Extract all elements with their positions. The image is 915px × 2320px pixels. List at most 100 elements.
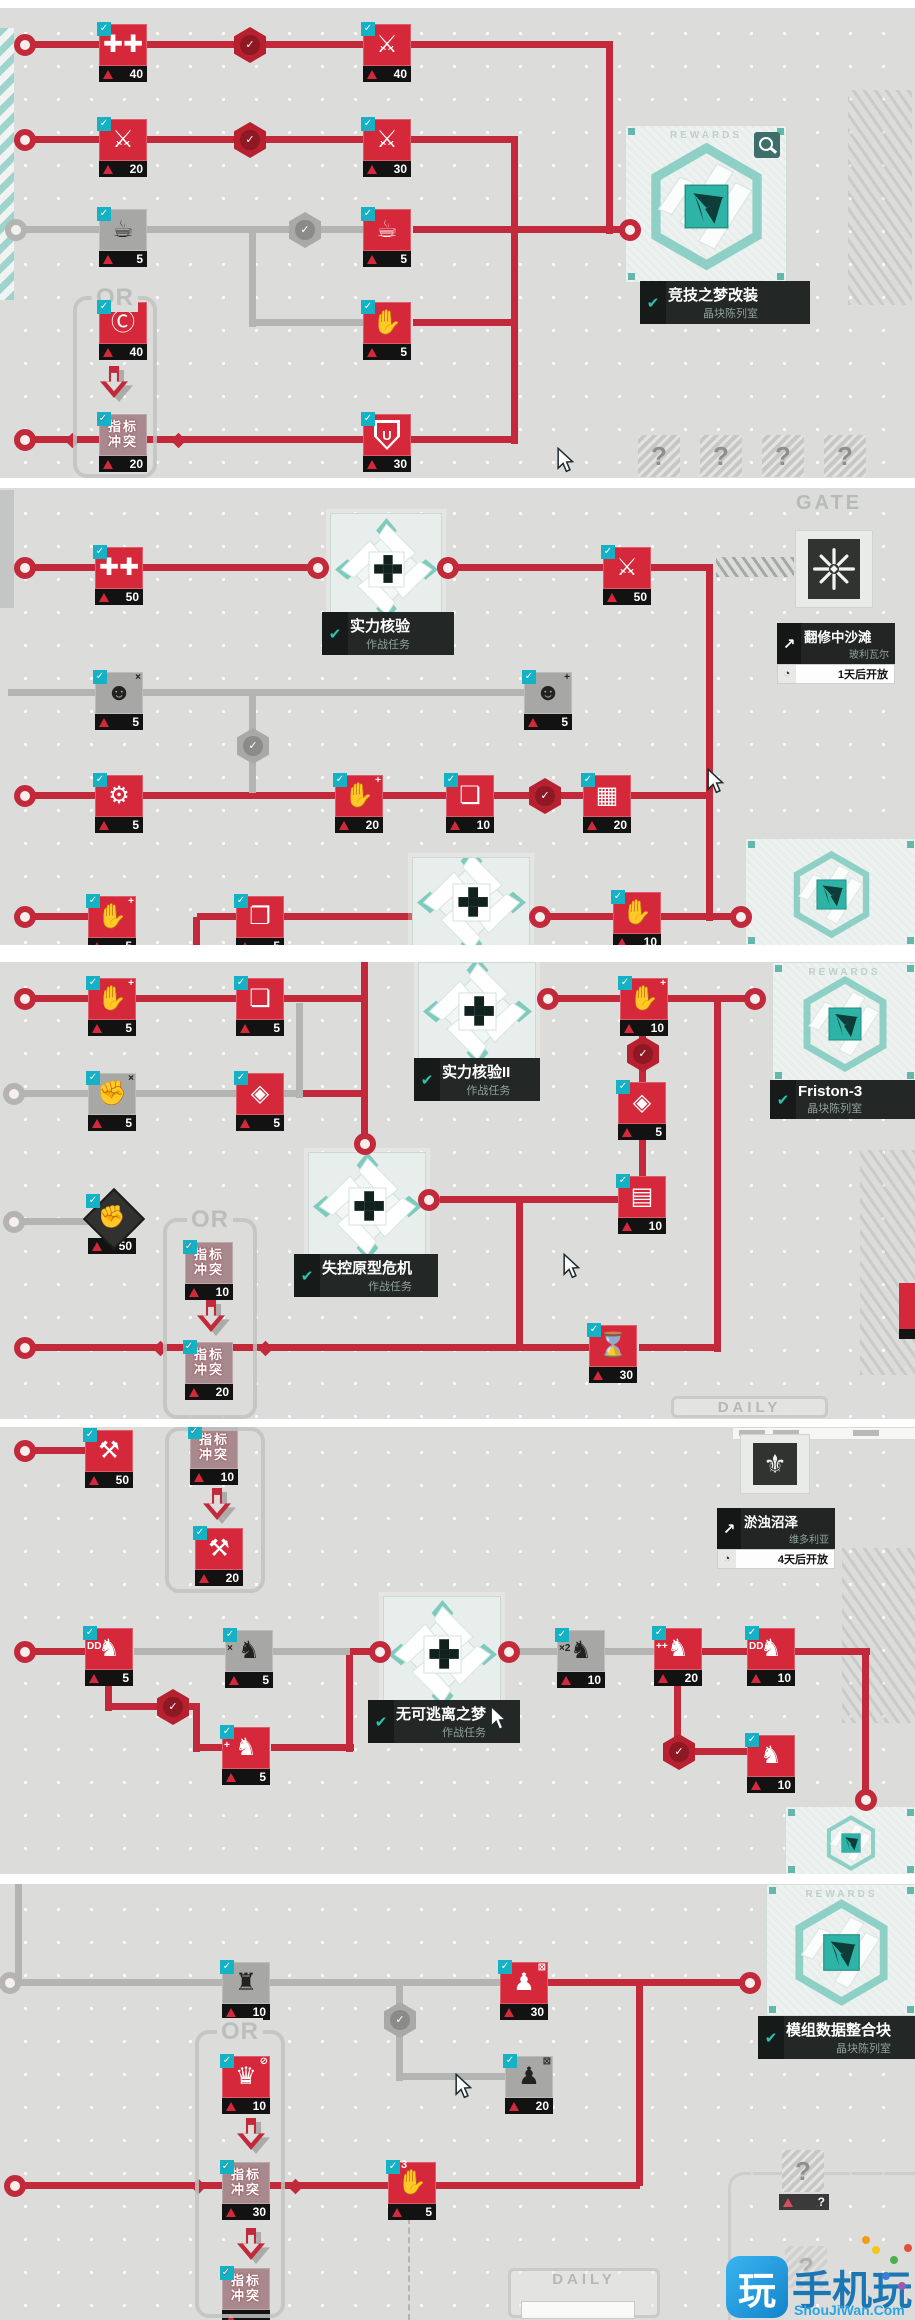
- label-check-icon: ✔: [414, 1058, 440, 1101]
- connector-ring: [529, 906, 551, 928]
- tech-node-rabbit[interactable]: ♞×2✓10: [555, 1628, 605, 1688]
- tech-node-rabbit[interactable]: ♞✓10: [745, 1733, 795, 1793]
- unlock-timer-text: 1天后开放: [837, 669, 888, 681]
- mission-node[interactable]: [308, 1152, 426, 1260]
- metric-conflict-node[interactable]: 指标冲突✓20: [97, 412, 147, 472]
- reward-node[interactable]: REWARDS: [625, 125, 787, 283]
- mission-title: 实力核验II: [442, 1064, 511, 1081]
- tech-node-swords[interactable]: ⚔✓50: [601, 545, 651, 605]
- tech-node-rabbit[interactable]: ♞DD✓5: [83, 1626, 133, 1686]
- tech-node-glovex[interactable]: ✊×✓5: [86, 1071, 136, 1131]
- cost-bar: 10: [222, 2098, 270, 2114]
- tech-node-rabbit[interactable]: ♞DD✓10: [745, 1626, 795, 1686]
- unlock-timer: ◔1天后开放: [777, 664, 895, 684]
- connector-line: [511, 136, 518, 444]
- tech-node-grid[interactable]: ▦✓20: [581, 773, 631, 833]
- mission-node[interactable]: [383, 1596, 501, 1712]
- locked-question-node[interactable]: ?: [824, 435, 866, 477]
- cost-bar: 30: [500, 2004, 548, 2020]
- locked-question-node[interactable]: ?: [638, 435, 680, 477]
- tech-node-hourglass[interactable]: ⌛✓30: [587, 1323, 637, 1383]
- cost-bar: 5: [95, 817, 143, 833]
- metric-conflict-node[interactable]: 指标冲突✓20: [183, 1340, 233, 1400]
- tech-node-card[interactable]: ❏✓5: [234, 976, 284, 1036]
- check-icon: ✓: [444, 773, 458, 787]
- tech-node-tools[interactable]: ⚒✓20: [193, 1526, 243, 1586]
- locked-question-node[interactable]: ?: [700, 435, 742, 477]
- cost-value: 5: [400, 252, 407, 266]
- connector-line: [280, 913, 412, 920]
- gear-icon: ⚙✓: [93, 773, 143, 817]
- tech-node-carddiamond[interactable]: ◈✓5: [234, 1071, 284, 1131]
- mission-node[interactable]: [412, 857, 530, 945]
- handplus-icon: ✋+✓: [86, 976, 136, 1020]
- tech-node-hand[interactable]: ✋✓10: [611, 890, 661, 945]
- tech-node-pot[interactable]: ☕✓5: [361, 207, 411, 267]
- reward-node[interactable]: [785, 1806, 915, 1874]
- reward-node[interactable]: REWARDS: [772, 962, 915, 1082]
- tech-node-spiky[interactable]: ⚒✓50: [83, 1428, 133, 1488]
- tech-node-rabbit[interactable]: ♞++✓20: [652, 1626, 702, 1686]
- tech-node-rabbit[interactable]: ♞×✓5: [223, 1628, 273, 1688]
- connector-ring: [730, 906, 752, 928]
- tech-node-dagger[interactable]: ⚔✓20: [97, 117, 147, 177]
- tech-node-cardplus[interactable]: ❐✓5: [234, 894, 284, 945]
- tech-node-hand[interactable]: ✋✓5: [361, 300, 411, 360]
- mission-node[interactable]: [418, 962, 536, 1060]
- tech-node-pot[interactable]: ☕✓5: [97, 207, 147, 267]
- gate-label-col: 翻修中沙滩玻利瓦尔: [801, 623, 895, 664]
- tech-node-crownno[interactable]: ♛⊘✓10: [220, 2054, 270, 2114]
- magnifier-icon[interactable]: [754, 132, 780, 158]
- connector-ring: [3, 1211, 25, 1233]
- reward-node[interactable]: [745, 838, 915, 945]
- tech-node-handplus[interactable]: ✋+✓10: [618, 976, 668, 1036]
- locked-question-node[interactable]: ?: [782, 2150, 824, 2192]
- connector-line: [197, 1744, 225, 1751]
- tech-node-gear[interactable]: ⚙✓5: [93, 773, 143, 833]
- tech-node-handplus[interactable]: ✋+✓20: [333, 773, 383, 833]
- check-icon: ✓: [83, 1626, 97, 1640]
- gate-node[interactable]: [795, 530, 873, 608]
- cost-warning-icon: [658, 1673, 668, 1683]
- mission-label: ✔失控原型危机作战任务: [294, 1254, 438, 1297]
- checkpoint-check-icon: ✓: [243, 736, 263, 756]
- tech-node-rabbit[interactable]: ♞+✓5: [220, 1725, 270, 1785]
- metric-conflict-node[interactable]: 指标冲突✓30: [220, 2160, 270, 2220]
- tech-node-plus2[interactable]: ✚✚✓40: [97, 22, 147, 82]
- tech-node-carddiamond[interactable]: ◈✓5: [616, 1080, 666, 1140]
- tech-node-monkey[interactable]: ☻×✓5: [93, 670, 143, 730]
- swords-icon: ⚔✓: [601, 545, 651, 589]
- tech-node-monkey[interactable]: ☻+✓5: [522, 670, 572, 730]
- cost-value: 5: [122, 1671, 129, 1685]
- tech-node-generic[interactable]: U✓30: [361, 412, 411, 472]
- tech-node-gridspeak[interactable]: ▤✓10: [616, 1174, 666, 1234]
- elite-node[interactable]: ✊✓50: [82, 1187, 146, 1254]
- mission-node[interactable]: [330, 513, 442, 625]
- locked-question-node[interactable]: ?: [785, 2246, 827, 2288]
- tech-node-swords[interactable]: ⚔✓30: [361, 117, 411, 177]
- metric-line-2: 冲突: [230, 2182, 261, 2197]
- tech-node-pawnx[interactable]: ♟⊠✓20: [503, 2054, 553, 2114]
- gate-node[interactable]: ⚜: [740, 1434, 810, 1494]
- rabbit-icon: ♞×2✓: [555, 1628, 605, 1672]
- tech-node-hand[interactable]: ✋+✓5: [86, 894, 136, 945]
- metric-conflict-node[interactable]: 指标冲突✓10: [183, 1240, 233, 1300]
- reward-corner-mark: [907, 937, 914, 944]
- cost-warning-icon: [89, 1475, 99, 1485]
- check-icon: ✓: [652, 1626, 666, 1640]
- metric-conflict-node[interactable]: 指标冲突✓10: [188, 1427, 238, 1485]
- tech-node-pawnx[interactable]: ♟⊠✓30: [498, 1960, 548, 2020]
- tech-node-rook[interactable]: ♜✓10: [220, 1960, 270, 2020]
- tech-node-handplus[interactable]: ✋+✓5: [86, 976, 136, 1036]
- tech-node-plus2[interactable]: ✚✚✓50: [93, 545, 143, 605]
- locked-question-node[interactable]: ?: [762, 435, 804, 477]
- cost-value: 5: [273, 1021, 280, 1035]
- tech-node-cdiamond[interactable]: Ⓒ✓40: [97, 300, 147, 360]
- cost-value: 30: [252, 2205, 266, 2219]
- reward-node[interactable]: REWARDS: [766, 1884, 915, 2016]
- tech-node-swords[interactable]: ⚔✓40: [361, 22, 411, 82]
- reward-corner-mark: [628, 128, 635, 135]
- cost-value: 10: [215, 1285, 229, 1299]
- tech-node-card[interactable]: ❏✓10: [444, 773, 494, 833]
